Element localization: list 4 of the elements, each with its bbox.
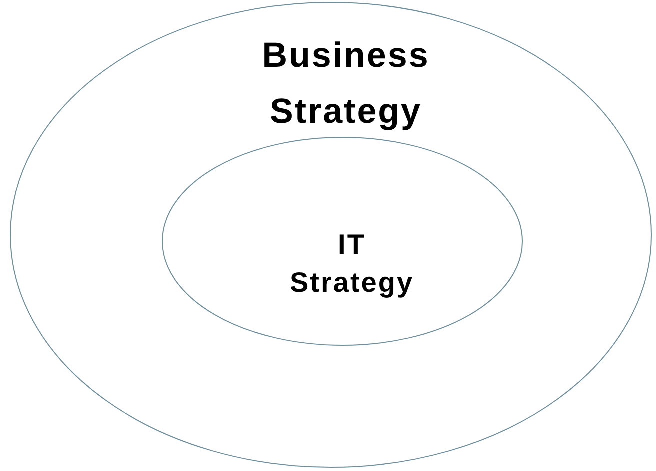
ellipse-label: IT Strategy: [288, 228, 416, 300]
ellipse-shape: [162, 137, 523, 346]
ellipse-shape: [10, 2, 652, 468]
ellipse-label: Business Strategy: [261, 35, 431, 133]
